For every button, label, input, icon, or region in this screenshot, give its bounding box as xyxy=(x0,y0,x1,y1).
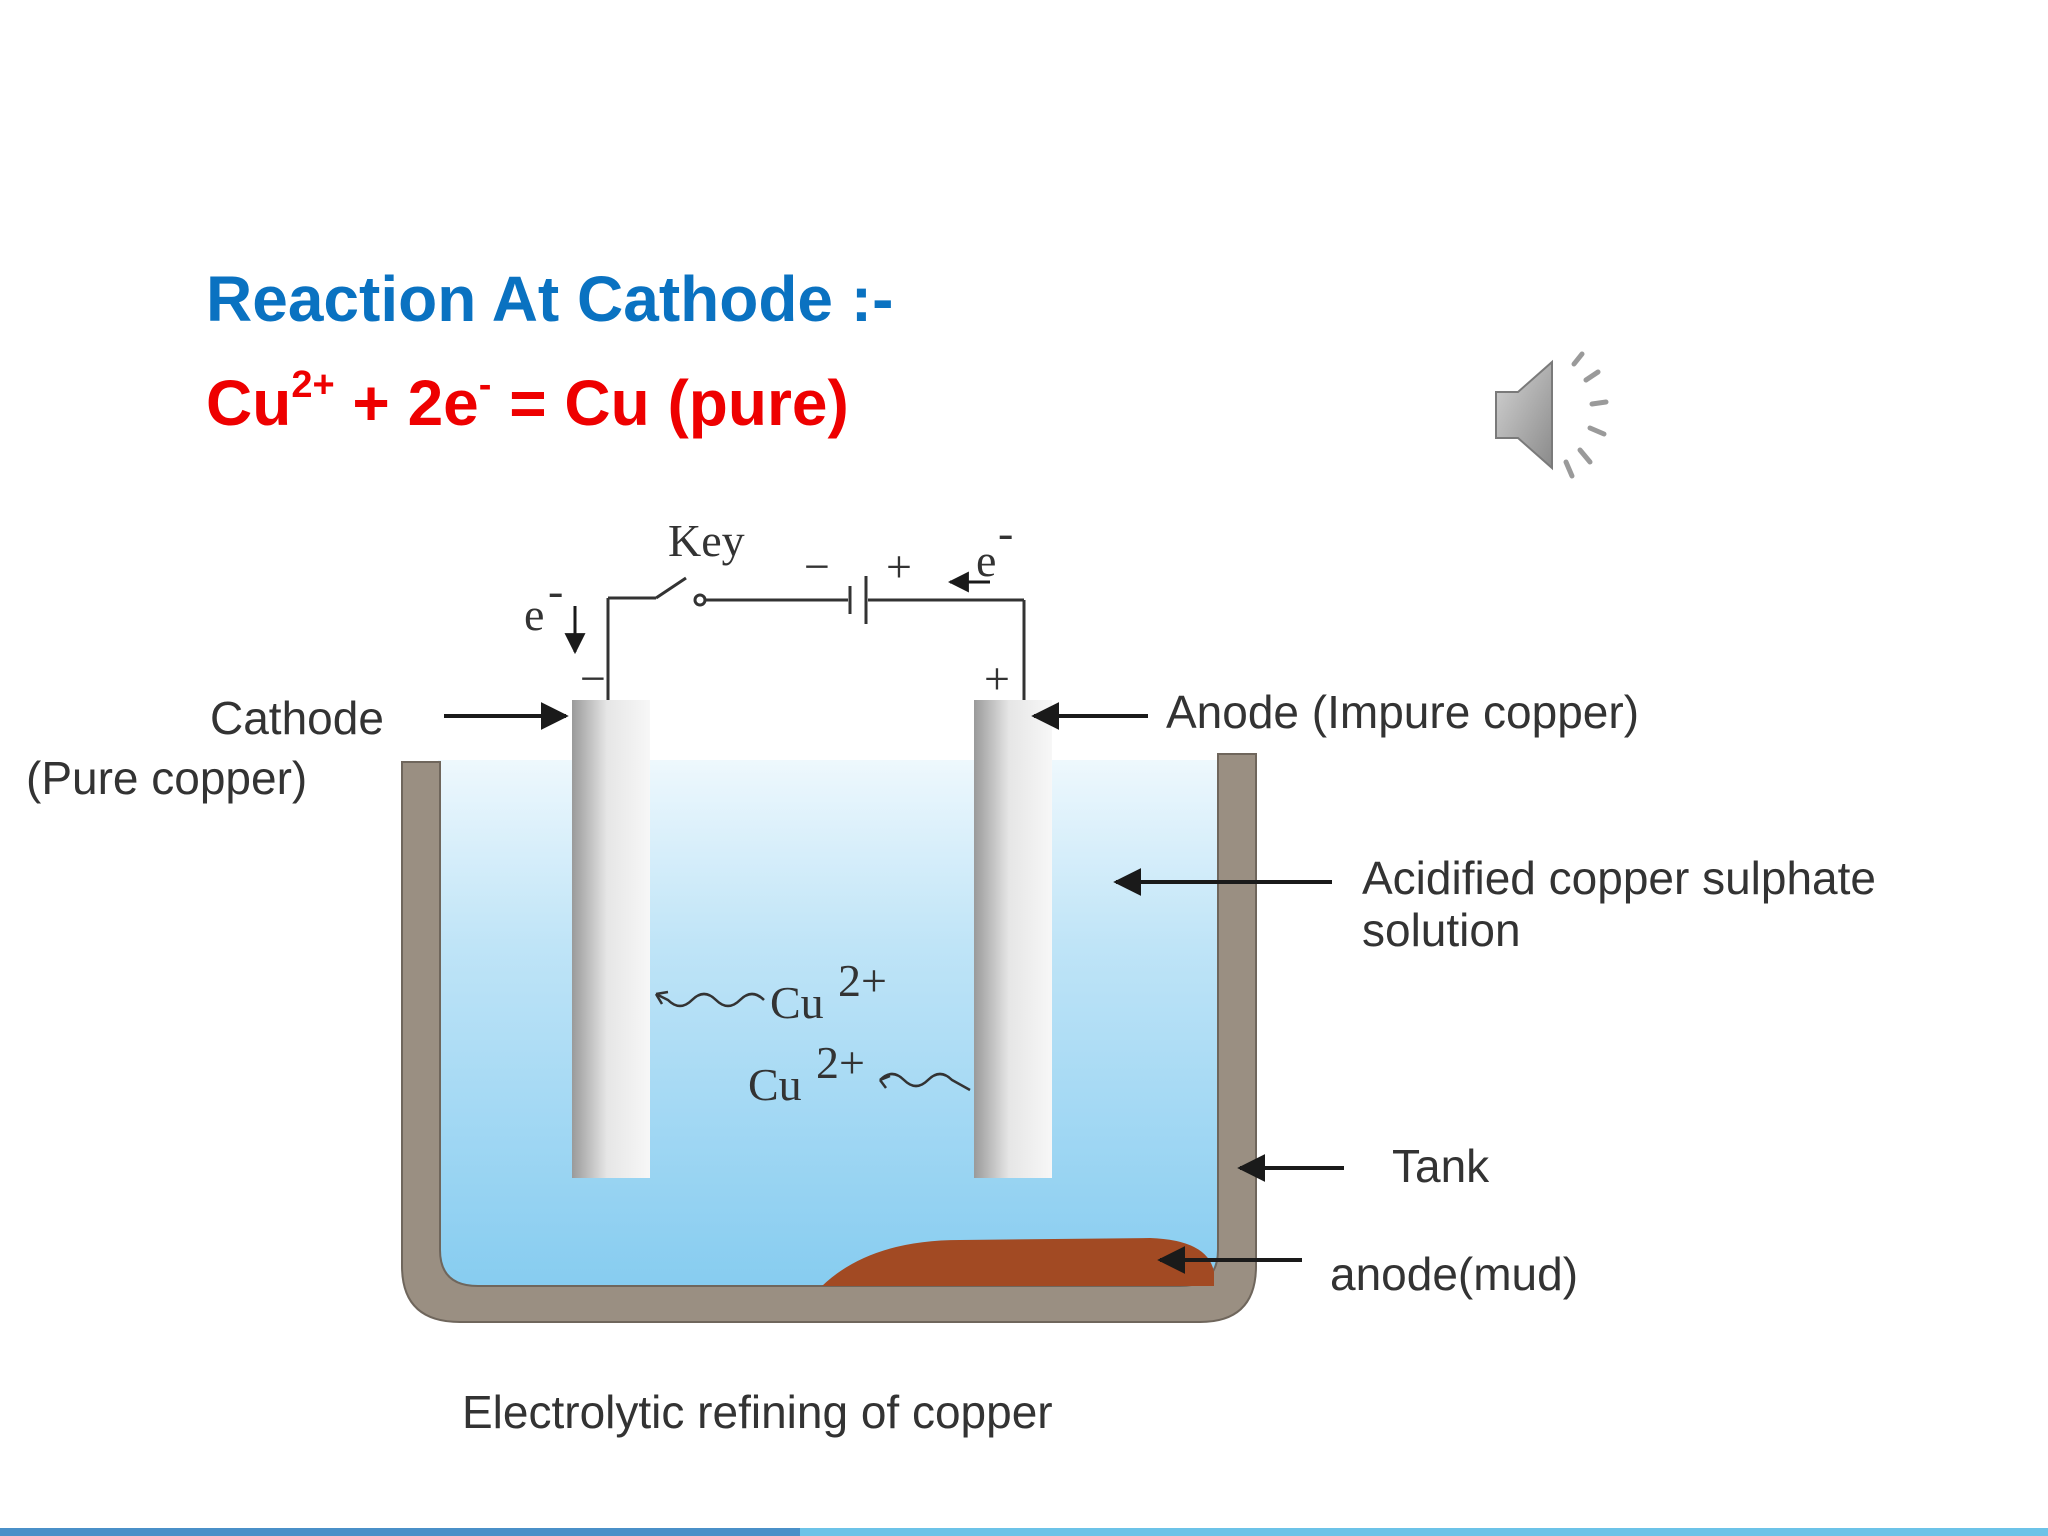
diagram-caption: Electrolytic refining of copper xyxy=(462,1386,1053,1438)
eq-cu-charge: 2+ xyxy=(291,363,335,406)
solution-label-2: solution xyxy=(1362,904,1521,956)
cathode-minus-sign: − xyxy=(580,653,606,704)
ion-label-2-sup: 2+ xyxy=(816,1037,865,1088)
electron-left: e xyxy=(524,589,544,640)
cathode-label: Cathode xyxy=(210,692,384,744)
bottom-accent-bar xyxy=(0,1528,2048,1536)
anode-label: Anode (Impure copper) xyxy=(1166,686,1639,738)
electron-top: e xyxy=(976,535,996,586)
anode-rod xyxy=(974,700,1052,1178)
electron-left-sup: - xyxy=(548,565,563,616)
battery-minus: − xyxy=(804,541,830,592)
slide-title: Reaction At Cathode :- xyxy=(206,263,894,335)
eq-e-charge: - xyxy=(478,363,492,406)
copper-sulphate-solution xyxy=(438,760,1220,1290)
anode-mud xyxy=(822,1238,1214,1286)
electrolysis-diagram: Key − + e - e - − + Cathode (Pure copper… xyxy=(26,507,1876,1438)
anode-plus-sign: + xyxy=(984,653,1010,704)
ion-label-1-sup: 2+ xyxy=(838,955,887,1006)
battery-plus: + xyxy=(886,541,912,592)
eq-plus-2e: + 2e xyxy=(334,367,479,439)
ion-label-1: Cu xyxy=(770,977,824,1028)
ion-label-2: Cu xyxy=(748,1059,802,1110)
cathode-rod xyxy=(572,700,650,1178)
mud-label: anode(mud) xyxy=(1330,1248,1578,1300)
cathode-equation: Cu2+ + 2e- = Cu (pure) xyxy=(206,363,849,440)
tank-label: Tank xyxy=(1392,1140,1490,1192)
tank xyxy=(401,753,1257,1323)
key-switch xyxy=(655,576,707,607)
eq-cu: Cu xyxy=(206,367,292,439)
cathode-sublabel: (Pure copper) xyxy=(26,752,307,804)
electron-top-sup: - xyxy=(998,507,1013,558)
speaker-icon[interactable] xyxy=(1490,350,1630,480)
key-label: Key xyxy=(668,515,745,566)
battery-cell xyxy=(848,576,868,624)
solution-label-1: Acidified copper sulphate xyxy=(1362,852,1876,904)
eq-rest: = Cu (pure) xyxy=(491,367,849,439)
